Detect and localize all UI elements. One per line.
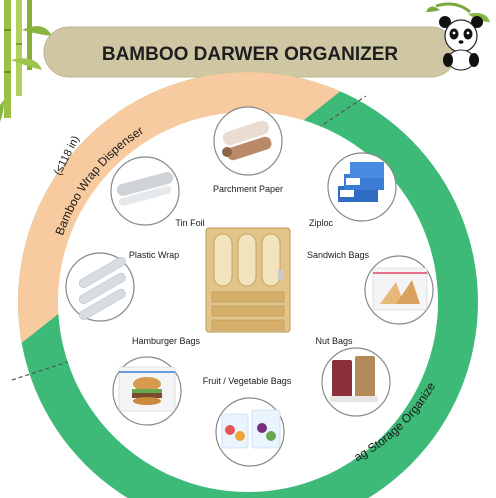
item-label-nut-bags: Nut Bags — [315, 336, 353, 346]
divider-right — [317, 95, 367, 129]
item-label-produce-bags: Fruit / Vegetable Bags — [203, 376, 292, 386]
title-banner: BAMBOO DARWER ORGANIZER — [43, 26, 457, 78]
produce-bag-graphic — [221, 409, 281, 449]
sandwich-bag-graphic — [372, 267, 428, 311]
item-label-sandwich-bags: Sandwich Bags — [307, 250, 370, 260]
item-label-parchment: Parchment Paper — [213, 184, 283, 194]
item-label-plastic-wrap: Plastic Wrap — [129, 250, 179, 260]
parchment-roll-graphic — [222, 120, 272, 161]
nut-bag-graphic — [330, 356, 378, 402]
item-label-tin-foil: Tin Foil — [175, 218, 204, 228]
page-title: BAMBOO DARWER ORGANIZER — [102, 44, 399, 65]
bamboo-organizer-icon — [205, 227, 291, 333]
ziploc-boxes-graphic — [338, 162, 384, 202]
panda-icon — [426, 2, 490, 71]
item-label-hamburger-bags: Hamburger Bags — [132, 336, 201, 346]
foil-roll-graphic — [116, 172, 174, 206]
hamburger-bag-graphic — [118, 366, 176, 412]
item-label-ziploc: Ziploc — [309, 218, 334, 228]
plastic-wrap-graphic — [78, 256, 126, 320]
bamboo-stalks-icon — [0, 0, 52, 122]
